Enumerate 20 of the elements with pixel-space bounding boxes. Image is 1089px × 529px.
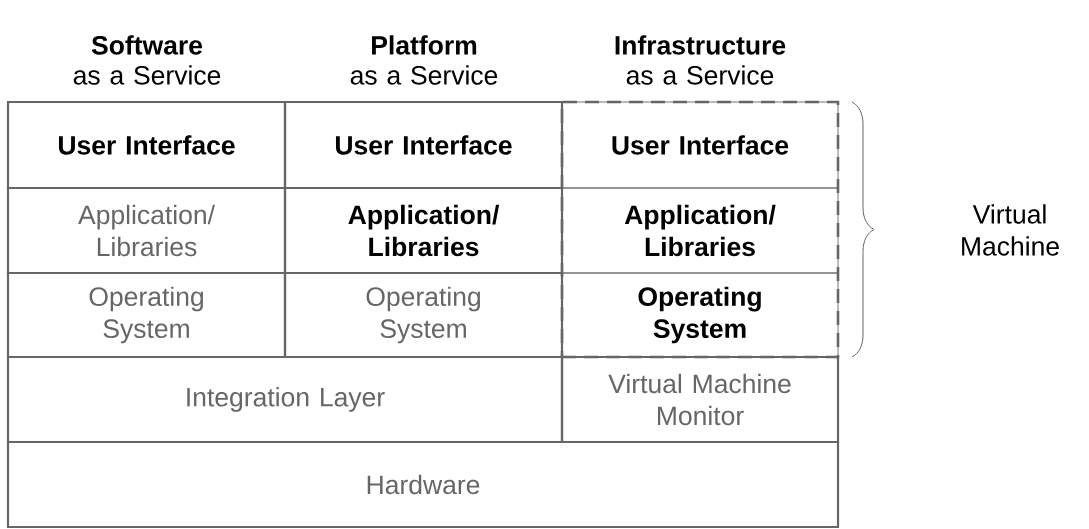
layer-box: Application/ Libraries — [561, 187, 839, 274]
column-heading: Platform — [372, 35, 477, 55]
column-heading: as a Service — [350, 65, 498, 85]
layer-box: Hardware — [6, 440, 840, 529]
dashed-box — [560, 100, 840, 359]
layer-box: Operating System — [561, 272, 839, 358]
layer-box: Integration Layer — [6, 355, 564, 444]
layer-box: Operating System — [283, 271, 564, 359]
column-heading: Infrastructure — [615, 35, 786, 55]
layer-box: User Interface — [561, 101, 839, 189]
layer-box: Application/ Libraries — [6, 186, 287, 275]
layer-box: Virtual Machine Monitor — [560, 355, 840, 444]
column-heading: as a Service — [626, 65, 774, 85]
layer-box: Application/ Libraries — [283, 186, 564, 275]
column-heading: as a Service — [73, 65, 221, 85]
column-heading: Software — [91, 35, 203, 55]
brace-label: Virtual Machine — [962, 204, 1059, 256]
layer-box: User Interface — [283, 100, 564, 190]
layer-box: Operating System — [6, 271, 287, 359]
layer-box: User Interface — [6, 100, 287, 190]
